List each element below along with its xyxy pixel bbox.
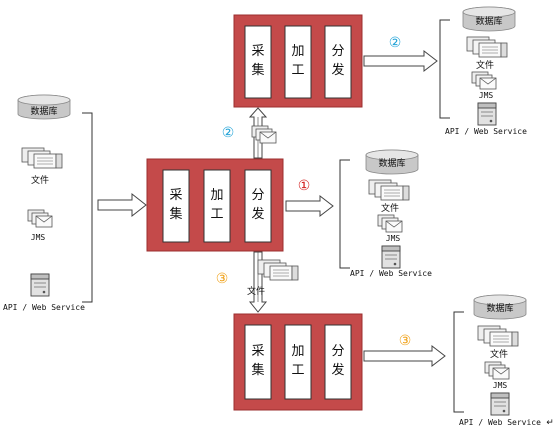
database-label: 数据库 (486, 302, 513, 314)
database-label: 数据库 (475, 15, 502, 27)
svg-text:采: 采 (251, 44, 264, 59)
center-distribute-card (244, 169, 272, 243)
center-process-card (203, 169, 231, 243)
file-icon (466, 36, 508, 58)
api-label: API / Web Service (445, 127, 527, 136)
database-label: 数据库 (30, 105, 57, 117)
svg-text:发: 发 (251, 206, 264, 222)
file-icon (477, 325, 519, 347)
step-three-label-bottom: ③ (399, 333, 412, 349)
center-to-top-connector: ② (222, 107, 277, 159)
center-collect-card (162, 169, 190, 243)
return-mark: ↵ (546, 418, 554, 428)
bottom-output-arrow (363, 344, 446, 368)
left-bracket (82, 112, 93, 303)
bottom-bracket (453, 311, 464, 413)
svg-text:集: 集 (251, 362, 264, 378)
bottom-processing-panel: 采 集 加 工 分 发 (233, 313, 363, 411)
step-two-label-mid: ② (222, 125, 235, 141)
svg-text:集: 集 (251, 62, 264, 78)
server-icon (30, 273, 50, 297)
step-three-label-mid: ③ (216, 271, 229, 287)
file-label: 文件 (381, 202, 399, 214)
svg-text:加: 加 (291, 44, 304, 59)
jms-label: JMS (31, 233, 46, 242)
file-icon (21, 147, 63, 169)
file-label: 文件 (490, 348, 508, 360)
bottom-outputs: 数据库 文件 JMS API / Web Service ↵ (453, 294, 554, 428)
file-label: 文件 (31, 174, 49, 186)
top-output-arrow (363, 49, 438, 73)
bottom-distribute-card (324, 324, 352, 400)
top-process-card (284, 25, 312, 99)
svg-text:工: 工 (210, 207, 223, 222)
api-label: API / Web Service (459, 418, 541, 427)
server-icon (490, 392, 510, 416)
svg-text:采: 采 (169, 188, 182, 203)
step-two-label-top: ② (389, 35, 402, 51)
database-label: 数据库 (378, 157, 405, 169)
svg-text:工: 工 (291, 63, 304, 78)
jms-icon (471, 71, 497, 90)
jms-icon (484, 361, 510, 380)
svg-text:采: 采 (251, 344, 264, 359)
file-label: 文件 (476, 59, 494, 71)
file-icon (368, 179, 410, 201)
jms-label: JMS (493, 381, 508, 390)
center-output-arrow (285, 194, 334, 218)
file-label: 文件 (247, 285, 265, 297)
svg-text:分: 分 (331, 44, 344, 59)
svg-text:发: 发 (331, 62, 344, 78)
api-label: API / Web Service (3, 303, 85, 312)
svg-text:集: 集 (169, 206, 182, 222)
jms-label: JMS (386, 234, 401, 243)
file-icon (257, 259, 299, 281)
input-arrow (97, 192, 147, 218)
top-bracket (439, 19, 450, 119)
jms-icon (27, 209, 53, 228)
bottom-collect-card (244, 324, 272, 400)
svg-text:加: 加 (291, 344, 304, 359)
left-sources: 数据库 文件 JMS API / Web Service (3, 94, 93, 312)
top-processing-panel: 采 集 加 工 分 发 (233, 14, 363, 108)
svg-text:加: 加 (210, 188, 223, 203)
jms-label: JMS (479, 91, 494, 100)
top-outputs: 数据库 文件 JMS API / Web Service (439, 6, 527, 136)
server-icon (477, 102, 497, 126)
top-distribute-card (324, 25, 352, 99)
center-to-bottom-connector: 文件 ③ (216, 251, 299, 313)
svg-text:分: 分 (251, 188, 264, 203)
center-bracket (339, 159, 350, 269)
svg-text:工: 工 (291, 363, 304, 378)
center-processing-panel: 采 集 加 工 分 发 (146, 158, 284, 252)
step-one-label: ① (298, 178, 311, 194)
top-collect-card (244, 25, 272, 99)
svg-text:分: 分 (331, 344, 344, 359)
svg-text:发: 发 (331, 362, 344, 378)
center-outputs: 数据库 文件 JMS API / Web Service (339, 149, 432, 278)
bottom-process-card (284, 324, 312, 400)
jms-icon (377, 214, 403, 233)
api-label: API / Web Service (350, 269, 432, 278)
server-icon (381, 245, 401, 269)
